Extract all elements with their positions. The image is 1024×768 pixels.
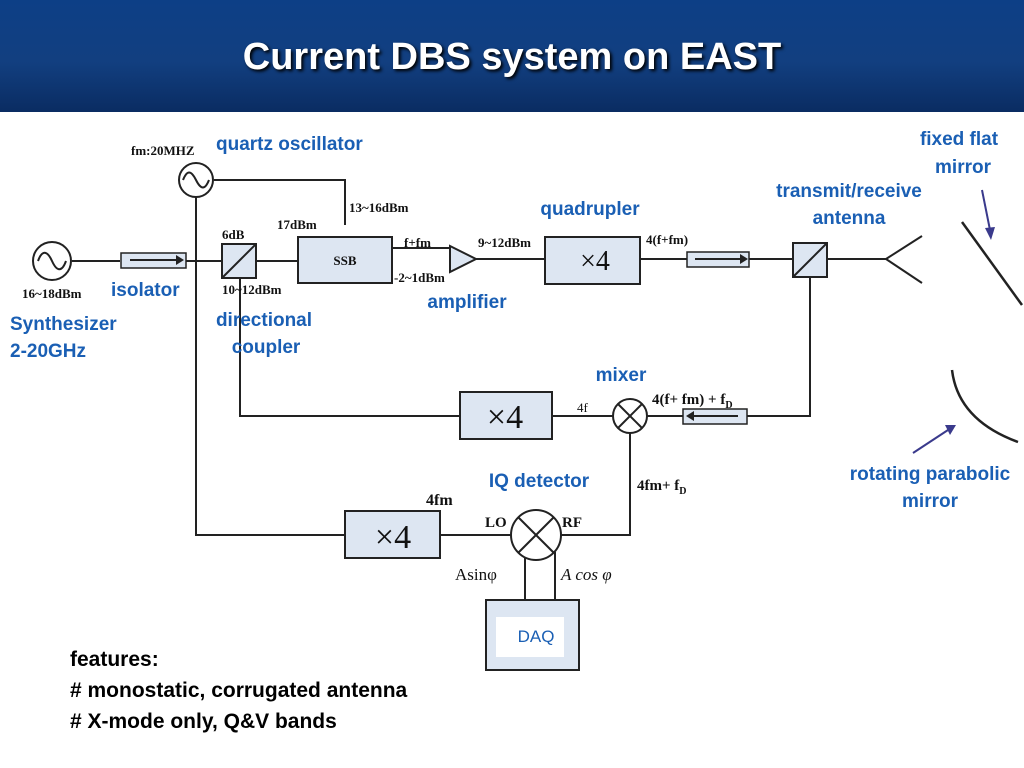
wire-coupler-x4 [239,278,460,417]
ssb-output-power: -2~1dBm [394,270,445,285]
mixer-symbol [612,398,648,434]
ssb-output-freq: f+fm [404,235,431,250]
iq-rf-port: RF [562,515,582,531]
wire-osc-lo-path [195,198,345,536]
directional-coupler-label-2: coupler [232,337,301,358]
synthesizer-label: Synthesizer [10,314,117,335]
wire-osc-ssb [214,179,346,225]
mixer-rf-input: 4(f+ fm) + fD [652,392,733,411]
rotating-mirror-label: rotating parabolic [850,464,1011,485]
feature-item: # X-mode only, Q&V bands [70,710,337,733]
quartz-oscillator-symbol [178,162,214,198]
synthesizer-symbol [32,241,72,281]
transmit-receive-label-2: antenna [813,208,886,229]
arrow-rotating-mirror [912,425,956,454]
features-heading: features: [70,648,159,671]
quadrupler-label: quadrupler [540,199,640,220]
fixed-flat-mirror-label-2: mirror [935,157,992,178]
iq-lo-port: LO [485,515,507,531]
duplexer-symbol [792,242,828,278]
title-bar: Current DBS system on EAST [0,0,1024,112]
isolator-2-symbol [686,251,750,268]
multiplier-4fm-x4: ×4 [375,519,411,556]
multiplier-4f-box [459,391,553,440]
directional-coupler-label: directional [216,310,312,331]
iq-detector-label: IQ detector [489,471,590,492]
amplifier-label: amplifier [427,292,507,313]
daq-label: DAQ [518,627,555,646]
ssb-input-power: 17dBm [277,217,317,232]
quad-output: 4(f+fm) [646,232,688,247]
ssb-label: SSB [333,253,356,268]
fm-value: fm:20MHZ [131,143,195,158]
rotating-mirror-label-2: mirror [902,491,959,512]
rotating-parabolic-mirror [950,369,1019,444]
if-signal: 4fm+ fD [637,478,687,497]
transmit-receive-label: transmit/receive [776,181,922,202]
arrow-fixed-mirror [981,189,995,240]
fixed-flat-mirror [960,221,1024,306]
synth-power: 16~18dBm [22,286,82,301]
features-block: features: # monostatic, corrugated anten… [70,644,407,737]
quartz-oscillator-label: quartz oscillator [216,134,363,155]
quadrupler-x4: ×4 [580,246,610,277]
coupler-out: 10~12dBm [222,282,282,297]
multiplier-4f-x4: ×4 [487,399,523,436]
isolator-symbol [120,252,187,269]
wire-mixer-iq [560,433,631,536]
ssb-top-power: 13~16dBm [349,200,409,215]
coupler-db: 6dB [222,227,245,242]
amplifier-symbol [449,244,479,274]
iq-sin-output: Asinφ [455,565,497,584]
antenna-symbol [885,235,923,284]
slide-title: Current DBS system on EAST [242,36,782,78]
fixed-flat-mirror-label: fixed flat [920,129,999,150]
wire-circulator-rx [747,276,811,417]
quadrupler-box [544,236,641,285]
mixer-label: mixer [596,365,647,386]
ssb-box [297,236,393,284]
lo-4f: 4f [577,400,589,415]
amp-output-power: 9~12dBm [478,235,531,250]
synthesizer-range: 2-20GHz [10,341,86,362]
lo-4fm: 4fm [426,492,453,509]
isolator-3-symbol [682,408,748,425]
directional-coupler-symbol [221,243,257,279]
multiplier-4fm-box [344,510,441,559]
isolator-label: isolator [111,280,180,301]
iq-detector-symbol [510,509,562,561]
iq-cos-output: A cos φ [560,565,612,584]
daq-inner [496,617,564,657]
feature-item: # monostatic, corrugated antenna [70,679,408,702]
